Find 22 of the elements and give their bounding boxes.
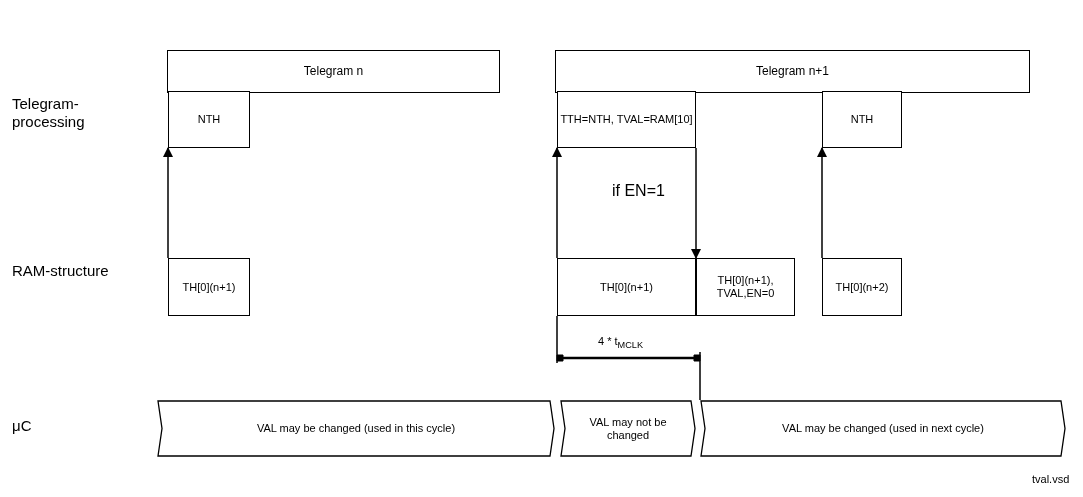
arrow — [163, 147, 173, 259]
process-box: TH[0](n+2) — [822, 258, 902, 316]
process-box: Telegram n+1 — [555, 50, 1030, 93]
row-label: RAM-structure — [12, 262, 110, 280]
edge-label: if EN=1 — [612, 182, 665, 200]
process-box: TTH=NTH, TVAL=RAM[10] — [557, 91, 696, 148]
timing-bar: VAL may be changed (used in this cycle) — [157, 400, 555, 457]
arrow — [817, 147, 827, 259]
timing-bar: VAL may not be changed — [560, 400, 696, 457]
process-box: Telegram n — [167, 50, 500, 93]
process-box: TH[0](n+1) — [168, 258, 250, 316]
process-box: TH[0](n+1) — [557, 258, 696, 316]
row-label: μC — [12, 417, 32, 435]
arrow — [552, 147, 562, 259]
row-label: Telegram-processing — [12, 95, 86, 131]
process-box: NTH — [168, 91, 250, 148]
arrow — [691, 147, 701, 259]
timing-bar: VAL may be changed (used in next cycle) — [700, 400, 1066, 457]
process-box: NTH — [822, 91, 902, 148]
file-name: tval.vsd — [1032, 472, 1070, 487]
process-box: TH[0](n+1), TVAL,EN=0 — [696, 258, 795, 316]
dimension-label: 4 * t$_{MCLK}$ — [598, 334, 644, 353]
